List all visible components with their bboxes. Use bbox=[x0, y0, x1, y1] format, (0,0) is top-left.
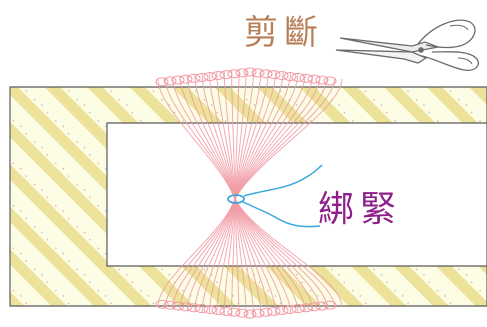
cardboard-frame bbox=[9, 86, 487, 307]
yarn-strands bbox=[155, 67, 343, 319]
tie-string bbox=[227, 164, 323, 228]
cut-label: 剪斷 bbox=[244, 13, 324, 53]
scissors-icon bbox=[335, 19, 479, 71]
tie-label: 綁緊 bbox=[318, 189, 403, 230]
